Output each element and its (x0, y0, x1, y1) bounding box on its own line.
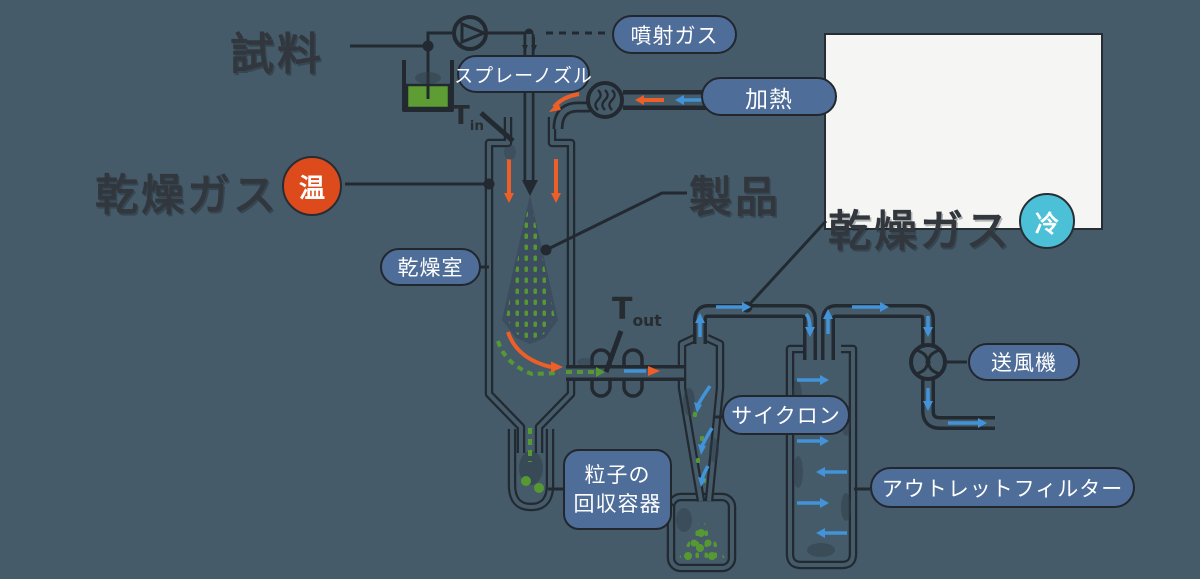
drying-gas-cool-label: 乾燥ガス (828, 207, 1012, 257)
cyclone-flow-arrows (694, 384, 714, 487)
t-out-probe (603, 330, 624, 373)
spray-nozzle-pill: スプレーノズル (454, 55, 592, 93)
chamber-exit-pipe (566, 330, 684, 398)
spray-nozzle-tip (522, 180, 538, 196)
label-connectors (480, 191, 967, 514)
particle-collector-line2: 回収容器 (573, 491, 662, 516)
heater-assembly (549, 81, 712, 130)
hot-badge: 温 (282, 156, 342, 216)
cyclone-vessel (677, 334, 725, 502)
particle-trail (496, 331, 563, 377)
sample-label: 試料 (230, 29, 324, 80)
collection-container (666, 492, 737, 573)
drying-chamber-vessel (345, 34, 576, 453)
drying-gas-hot-label: 乾燥ガス (95, 171, 279, 221)
outlet-filter-pill: アウトレットフィルター (870, 467, 1135, 508)
heating-pill: 加熱 (701, 77, 837, 116)
gas-duct-network (693, 219, 935, 360)
cool-gas-leader (745, 219, 828, 309)
sample-beaker (402, 60, 454, 112)
particle-collector-line1: 粒子の (584, 463, 651, 488)
injection-gas-pill: 噴射ガス (612, 15, 737, 54)
t-in-probe (479, 111, 515, 143)
drying-chamber-pill: 乾燥室 (380, 248, 481, 286)
particle-collector-label: 粒子の 回収容器 (563, 449, 672, 530)
cyclone-pill: サイクロン (722, 395, 850, 435)
t-in-label: Tin (452, 101, 485, 135)
blower-pill: 送風機 (968, 343, 1080, 381)
t-out-label: Tout (612, 292, 662, 330)
collection-tube (507, 428, 555, 512)
cool-badge: 冷 (1019, 193, 1075, 249)
sample-feed (350, 15, 608, 112)
filter-flow-arrows (797, 375, 847, 538)
product-label: 製品 (689, 173, 781, 223)
